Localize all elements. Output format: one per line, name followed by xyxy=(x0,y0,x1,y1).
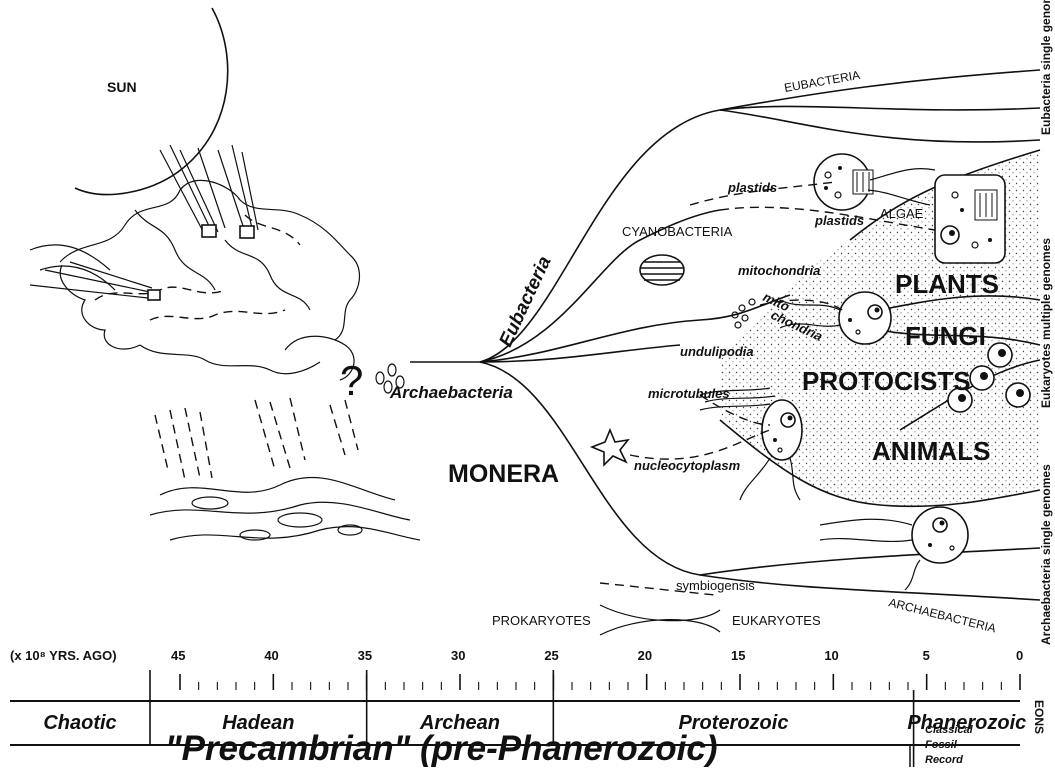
plastids-label-1: plastids xyxy=(727,180,777,195)
nucleocytoplasm-label: nucleocytoplasm xyxy=(634,458,741,473)
fossil-record-line-3: Record xyxy=(925,754,963,766)
plant-cell xyxy=(935,175,1005,263)
undulipodia-label: undulipodia xyxy=(680,344,754,359)
axis-tick-label: 0 xyxy=(1016,648,1023,663)
nucleocytoplasm-star xyxy=(592,430,628,465)
eubacteria-single-label: Eubacteria single genomes xyxy=(1039,0,1053,135)
axis-tick-label: 15 xyxy=(731,648,745,663)
axis-tick-label: 25 xyxy=(544,648,558,663)
animals-label: ANIMALS xyxy=(872,436,990,466)
eukaryotes-label: EUKARYOTES xyxy=(732,613,821,628)
eukaryotes-multiple-label: Eukaryotes multiple genomes xyxy=(1039,238,1053,408)
axis-tick-label: 20 xyxy=(638,648,652,663)
mito-rings xyxy=(732,299,755,328)
cyanobacteria-label: CYANOBACTERIA xyxy=(622,224,733,239)
archaebacteria-branch-label: Archaebacteria xyxy=(389,383,513,402)
plastids-label-2: plastids xyxy=(814,213,864,228)
prokaryotes-label: PROKARYOTES xyxy=(492,613,591,628)
axis-tick-label: 10 xyxy=(824,648,838,663)
time-axis: 45 40 35 30 25 20 15 10 5 0 xyxy=(171,648,1023,690)
question-mark: ? xyxy=(340,357,363,404)
microtubules-label: microtubules xyxy=(648,386,730,401)
symbiogenesis-label: symbiogensis xyxy=(676,578,755,593)
archaebacteria-bottom-label: ARCHAEBACTERIA xyxy=(887,595,997,635)
axis-tick-label: 30 xyxy=(451,648,465,663)
axis-tick-label: 5 xyxy=(923,648,930,663)
fungi-label: FUNGI xyxy=(905,321,986,351)
fossil-record-line-1: Classical xyxy=(925,724,974,736)
fossil-record-line-2: Fossil xyxy=(925,739,958,751)
early-earth-sketch xyxy=(30,145,420,540)
axis-unit-label: (x 10⁸ YRS. AGO) xyxy=(10,648,117,663)
cyanobacteria-cell xyxy=(640,255,684,285)
axis-tick-label: 35 xyxy=(358,648,372,663)
archaebacteria-single-label: Archaebacteria single genomes xyxy=(1039,464,1053,645)
precambrian-label: "Precambrian" (pre-Phanerozoic) xyxy=(165,729,718,767)
axis-tick-label: 45 xyxy=(171,648,185,663)
sun-label: SUN xyxy=(107,79,137,95)
eubacteria-top-label: EUBACTERIA xyxy=(783,68,861,95)
animal-sperm-cell xyxy=(820,507,968,590)
prokaryote-eukaryote-symbol xyxy=(600,605,720,635)
eon-label: Chaotic xyxy=(43,712,116,734)
algae-label: ALGAE xyxy=(880,206,924,221)
plants-label: PLANTS xyxy=(895,269,999,299)
protocists-label: PROTOCISTS xyxy=(802,366,971,396)
algae-cell xyxy=(814,154,935,210)
axis-tick-label: 40 xyxy=(264,648,278,663)
eubacteria-branch-label: Eubacteria xyxy=(495,253,555,350)
eons-side-label: EONS xyxy=(1032,700,1046,734)
monera-label: MONERA xyxy=(448,460,559,488)
mitochondria-label: mitochondria xyxy=(738,263,820,278)
